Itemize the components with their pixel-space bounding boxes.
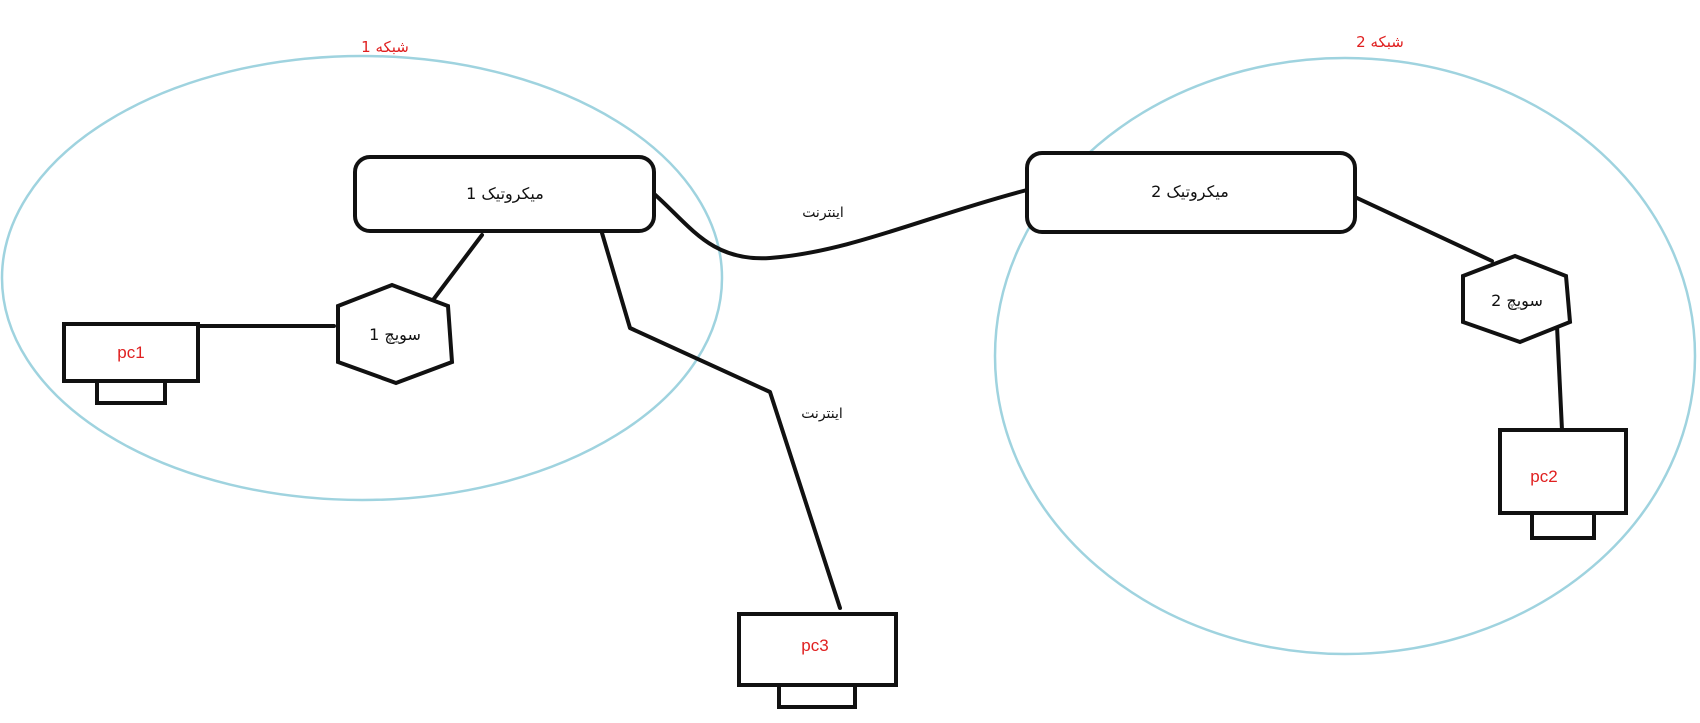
network-2-label: شبکه 2 — [1356, 33, 1404, 51]
router-2: میکروتیک 2 — [1025, 151, 1357, 234]
pc-1-label: pc1 — [117, 343, 144, 362]
internet-link-label-bottom: اینترنت — [801, 406, 843, 422]
pc-2: pc2 — [1498, 428, 1628, 540]
switch-2: سویچ 2 — [1461, 253, 1573, 345]
router-1-box — [353, 155, 656, 233]
pc-2-monitor — [1498, 428, 1628, 515]
switch-2-label: سویچ 2 — [1491, 291, 1543, 311]
pc-2-base — [1530, 511, 1596, 540]
router-2-label: میکروتیک 2 — [1151, 182, 1229, 202]
link-router1-router2-internet — [650, 188, 1029, 261]
router-2-box — [1025, 151, 1357, 234]
router-1: میکروتیک 1 — [353, 155, 656, 233]
switch-1-label: سویچ 1 — [369, 325, 421, 345]
switch-1-hexagon — [336, 282, 455, 386]
pc-1: pc1 — [62, 322, 200, 405]
pc-2-label: pc2 — [1530, 467, 1557, 486]
pc-3-base — [777, 683, 857, 709]
link-router1-pc3 — [600, 231, 842, 610]
link-switch2-pc2 — [1555, 324, 1564, 432]
pc-1-monitor — [62, 322, 200, 383]
network-1-label: شبکه 1 — [361, 38, 409, 56]
switch-2-hexagon — [1461, 253, 1573, 345]
link-switch1-router1 — [431, 233, 484, 302]
switch-1: سویچ 1 — [336, 282, 455, 386]
network-2-outline — [993, 56, 1697, 656]
internet-link-label-top: اینترنت — [802, 205, 844, 221]
network-1-outline — [0, 54, 724, 502]
pc-1-base — [95, 379, 167, 405]
pc-3: pc3 — [737, 612, 898, 709]
router-1-label: میکروتیک 1 — [466, 184, 544, 204]
link-router2-switch2 — [1355, 196, 1494, 263]
pc-3-label: pc3 — [801, 636, 828, 655]
